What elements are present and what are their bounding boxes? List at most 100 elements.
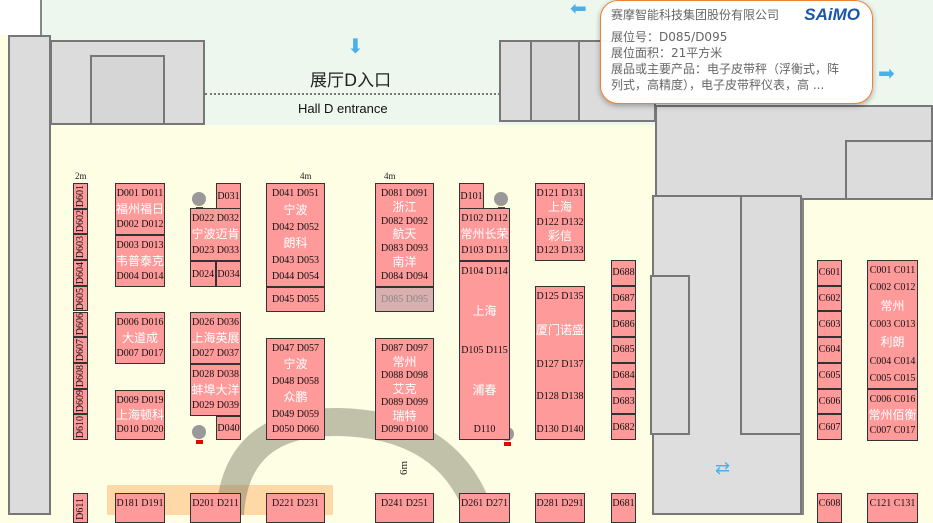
top-left-inner: [90, 55, 165, 125]
tooltip-booth-area: 展位面积：21平方米: [611, 46, 723, 60]
top-right-inner: [530, 40, 580, 122]
booth-d031[interactable]: D031: [216, 183, 241, 209]
booth-c607[interactable]: C607: [817, 414, 842, 440]
booth-number: D102 D112: [461, 213, 508, 224]
booth-d221[interactable]: D221 D231: [266, 493, 325, 523]
booth-number: C601: [818, 267, 841, 279]
booth-d024[interactable]: D024: [190, 261, 216, 287]
booth-number: D047 D057: [272, 343, 319, 354]
booth-d611[interactable]: D611: [73, 493, 88, 523]
booth-number: D181 D191: [116, 498, 164, 509]
booth-c603[interactable]: C603: [817, 311, 842, 338]
booth-d601[interactable]: D601: [73, 183, 88, 209]
booth-d683[interactable]: D683: [611, 388, 636, 415]
booth-c606[interactable]: C606: [817, 388, 842, 415]
booth-d688[interactable]: D688: [611, 260, 636, 286]
booth-c605[interactable]: C605: [817, 362, 842, 389]
booth-number: D611: [75, 498, 86, 520]
booth-d684[interactable]: D684: [611, 362, 636, 389]
booth-number: D607: [75, 338, 86, 362]
exhibitor-name: 大道成: [121, 330, 158, 345]
booth-d687[interactable]: D687: [611, 285, 636, 312]
entrance-title-cn: 展厅D入口: [310, 71, 392, 91]
exhibitor-name: 上海: [547, 200, 572, 215]
booth-c608[interactable]: C608: [817, 493, 842, 523]
booth-number: D089 D099: [381, 397, 428, 408]
booth-d686[interactable]: D686: [611, 311, 636, 338]
exhibitor-name: 常州长荣: [460, 227, 509, 241]
booth-number: C605: [818, 370, 841, 382]
booth-number: D045 D055: [272, 294, 319, 305]
booth-d181[interactable]: D181 D191: [115, 493, 165, 523]
booth-c601[interactable]: C601: [817, 260, 842, 286]
booth-number: D604: [75, 261, 86, 285]
booth-d605[interactable]: D605: [73, 285, 88, 312]
booth-number: D104 D114: [461, 266, 508, 277]
booth-c602[interactable]: C602: [817, 285, 842, 312]
booth-d681[interactable]: D681: [611, 493, 636, 523]
booth-number: C004 C014: [869, 355, 916, 367]
booth-d608[interactable]: D608: [73, 362, 88, 389]
booth-d261[interactable]: D261 D271: [459, 493, 510, 523]
booth-d034[interactable]: D034: [216, 261, 241, 287]
booth-number: C001 C011: [869, 265, 916, 276]
booth-d101[interactable]: D101: [459, 183, 484, 209]
booth-number: D009 D019: [116, 395, 164, 406]
booth-number: D081 D091: [381, 188, 428, 199]
booth-d241[interactable]: D241 D251: [375, 493, 434, 523]
booth-number: D101: [460, 190, 483, 202]
booth-d040[interactable]: D040: [216, 416, 241, 440]
booth-number: D281 D291: [536, 498, 584, 509]
booth-number: D601: [75, 184, 86, 207]
booth-number: D082 D092: [381, 215, 428, 227]
booth-d685[interactable]: D685: [611, 337, 636, 363]
booth-d281[interactable]: D281 D291: [535, 493, 585, 523]
exhibitor-name: 利朗: [880, 335, 905, 350]
booth-d606[interactable]: D606: [73, 311, 88, 338]
booth-number: D003 D013: [116, 240, 164, 251]
exhibitor-name: 蚌埠大洋: [191, 382, 240, 397]
booth-number: C003 C013: [869, 318, 916, 330]
booth-number: D603: [75, 236, 86, 259]
booth-d603[interactable]: D603: [73, 234, 88, 261]
booth-number: D034: [217, 268, 240, 280]
booth-number: D044 D054: [272, 270, 319, 282]
booth-d045[interactable]: D045 D055: [266, 287, 325, 312]
booth-d682[interactable]: D682: [611, 414, 636, 440]
booth-number: D241 D251: [381, 498, 428, 509]
booth-c604[interactable]: C604: [817, 337, 842, 363]
booth-d201[interactable]: D201 D211: [190, 493, 241, 523]
booth-number: D121 D131: [536, 188, 584, 199]
booth-d602[interactable]: D602: [73, 208, 88, 235]
booth-d085[interactable]: D085 D095: [375, 287, 434, 312]
booth-number: D007 D017: [116, 348, 164, 359]
booth-d609[interactable]: D609: [73, 388, 88, 415]
booth-d607[interactable]: D607: [73, 337, 88, 363]
booth-number: D687: [612, 293, 635, 305]
booth-c121[interactable]: C121 C131: [867, 493, 918, 523]
booth-number: C005 C015: [869, 372, 916, 384]
exhibitor-name: 浦春: [472, 382, 497, 397]
booth-d610[interactable]: D610: [73, 414, 88, 440]
tooltip-company: 赛摩智能科技集团股份有限公司: [611, 8, 780, 22]
booth-number: D221 D231: [272, 498, 319, 509]
booth-d604[interactable]: D604: [73, 260, 88, 286]
exhibitor-name: 浙江: [392, 199, 417, 214]
